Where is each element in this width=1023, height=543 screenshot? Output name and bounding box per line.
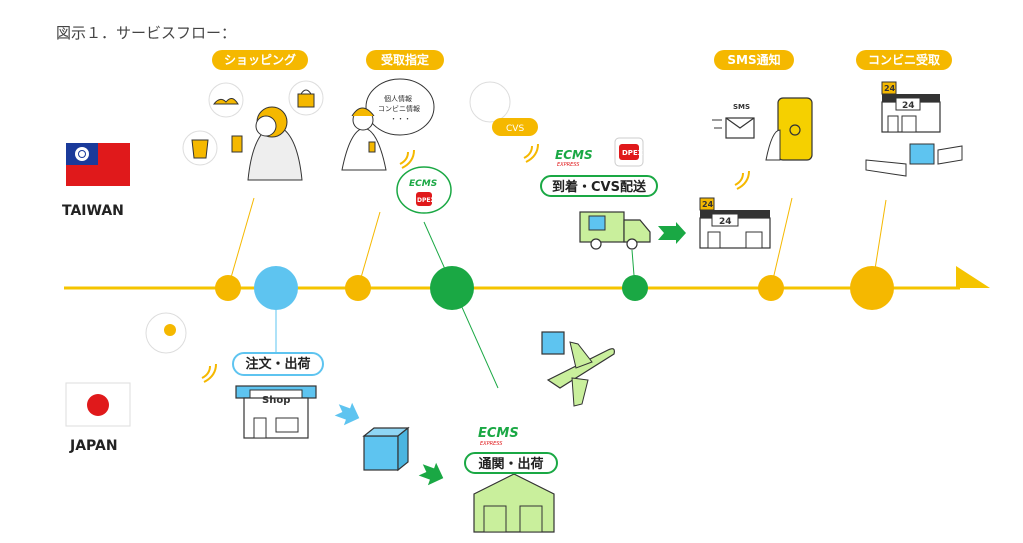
node-order xyxy=(254,266,298,310)
taiwan-flag-icon xyxy=(66,143,130,186)
shop-sign-label: Shop xyxy=(262,395,290,406)
country-japan-label: JAPAN xyxy=(70,438,118,454)
pickup-store-24-label: 24 xyxy=(902,101,915,111)
svg-text:ECMS: ECMS xyxy=(555,148,593,162)
node-designate xyxy=(345,275,371,301)
step-designate-pill: 受取指定 xyxy=(366,50,444,70)
sms-icon-label: SMS xyxy=(733,103,750,111)
connector-designate xyxy=(357,211,381,289)
country-taiwan-label: TAIWAN xyxy=(62,203,124,219)
step-pickup-pill: コンビニ受取 xyxy=(856,50,952,70)
airplane-icon xyxy=(541,331,615,407)
step-sms-pill: SMS通知 xyxy=(714,50,794,70)
step-order-pill: 注文・出荷 xyxy=(232,352,324,376)
node-sms xyxy=(758,275,784,301)
ecms-logo-arrival: ECMS EXPRESS xyxy=(555,148,593,168)
step-arrival-pill: 到着・CVS配送 xyxy=(540,175,658,197)
warehouse-icon xyxy=(473,473,555,533)
node-pickup xyxy=(850,266,894,310)
shopping-woman-illustration xyxy=(182,80,324,181)
connector-sms xyxy=(770,197,793,289)
bubble-line-2: コンビニ情報 xyxy=(378,104,420,113)
node-arrival xyxy=(622,275,648,301)
designate-person-illustration xyxy=(341,78,435,171)
figure-title: 図示１．サービスフロー： xyxy=(56,24,237,42)
package-box-icon xyxy=(362,426,410,472)
dpex-label: DPEX xyxy=(622,149,644,157)
timeline-arrow xyxy=(956,266,990,288)
arrow-shop-to-box-icon xyxy=(334,402,360,426)
dpex-logo-icon xyxy=(614,137,644,167)
ecms-dpex-badge xyxy=(396,166,452,214)
connector-shopping xyxy=(227,197,255,289)
ecms-logo-customs: ECMS EXPRESS xyxy=(478,426,519,447)
svg-text:ECMS: ECMS xyxy=(409,179,437,189)
convenience-store-icon xyxy=(699,197,771,249)
bubble-line-3: ・・・ xyxy=(390,115,411,123)
pickup-store-illustration xyxy=(865,81,963,177)
shop-storefront-icon xyxy=(235,385,317,439)
bubble-line-1: 個人情報 xyxy=(384,94,412,103)
arrow-to-store-icon xyxy=(658,222,686,244)
connector-lines xyxy=(227,197,887,389)
store-24-label: 24 xyxy=(719,217,732,227)
svg-text:EXPRESS: EXPRESS xyxy=(480,441,503,447)
signal-icons xyxy=(201,143,750,383)
store-24-sign: 24 xyxy=(702,200,714,209)
step-customs-pill: 通関・出荷 xyxy=(464,452,558,474)
node-shopping xyxy=(215,275,241,301)
sms-phone-illustration xyxy=(712,97,813,161)
svg-text:ECMS: ECMS xyxy=(478,426,519,441)
delivery-truck-icon xyxy=(579,211,651,250)
ecms-logo-badge: ECMS xyxy=(409,179,437,189)
pickup-store-24-sign: 24 xyxy=(884,84,896,93)
svg-text:EXPRESS: EXPRESS xyxy=(557,162,580,168)
cvs-bubble xyxy=(469,81,538,136)
cvs-label: CVS xyxy=(506,124,524,134)
dpex-badge-label: DPEX xyxy=(417,197,435,204)
japan-shopping-bubble xyxy=(145,312,187,354)
japan-flag-icon xyxy=(65,382,131,427)
arrow-box-to-warehouse-icon xyxy=(418,462,444,486)
step-shopping-pill: ショッピング xyxy=(212,50,308,70)
node-customs xyxy=(430,266,474,310)
